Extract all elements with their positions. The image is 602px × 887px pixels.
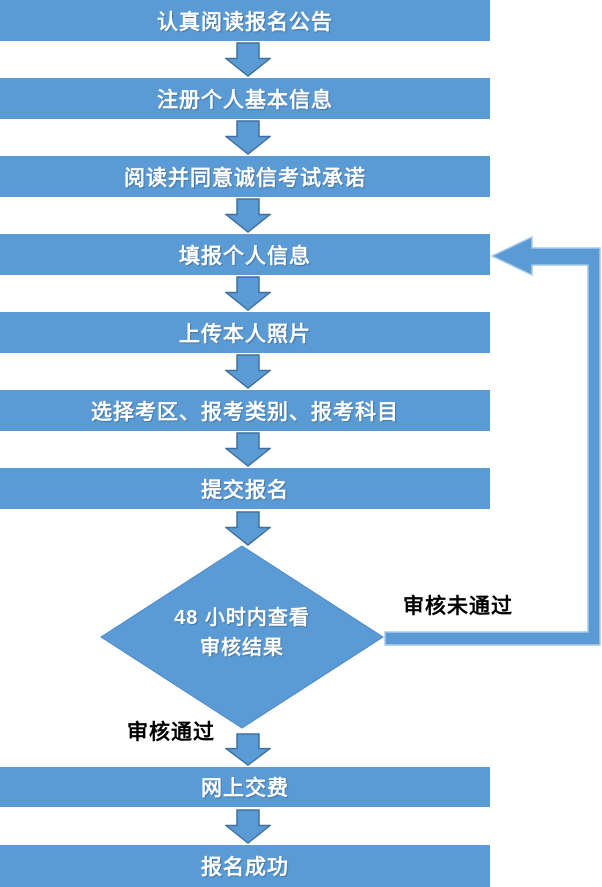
flow-step-fill-personal-info: 填报个人信息: [0, 234, 490, 275]
down-arrow-icon: [225, 511, 271, 546]
flow-step-read-announcement: 认真阅读报名公告: [0, 0, 490, 41]
decision-diamond: 48 小时内查看 审核结果: [99, 545, 385, 729]
flow-step-register-info: 注册个人基本信息: [0, 78, 490, 119]
down-arrow-icon: [225, 809, 271, 844]
decision-line2: 审核结果: [200, 637, 284, 659]
flow-step-select-exam-options: 选择考区、报考类别、报考科目: [0, 390, 490, 431]
flow-step-pay-online: 网上交费: [0, 767, 490, 807]
flow-step-success: 报名成功: [0, 845, 490, 887]
flow-step-upload-photo: 上传本人照片: [0, 312, 490, 353]
down-arrow-icon: [225, 733, 271, 766]
down-arrow-icon: [225, 42, 271, 77]
flow-step-submit-registration: 提交报名: [0, 468, 490, 509]
down-arrow-icon: [225, 120, 271, 155]
down-arrow-icon: [225, 354, 271, 389]
down-arrow-icon: [225, 432, 271, 467]
decision-line1: 48 小时内查看: [174, 607, 310, 629]
down-arrow-icon: [225, 276, 271, 311]
return-loop-arrow-icon: [380, 230, 602, 650]
down-arrow-icon: [225, 198, 271, 233]
branch-label-fail: 审核未通过: [403, 595, 513, 618]
branch-label-pass: 审核通过: [127, 721, 215, 744]
decision-text: 48 小时内查看 审核结果: [99, 537, 385, 729]
flow-step-agree-commitment: 阅读并同意诚信考试承诺: [0, 156, 490, 197]
